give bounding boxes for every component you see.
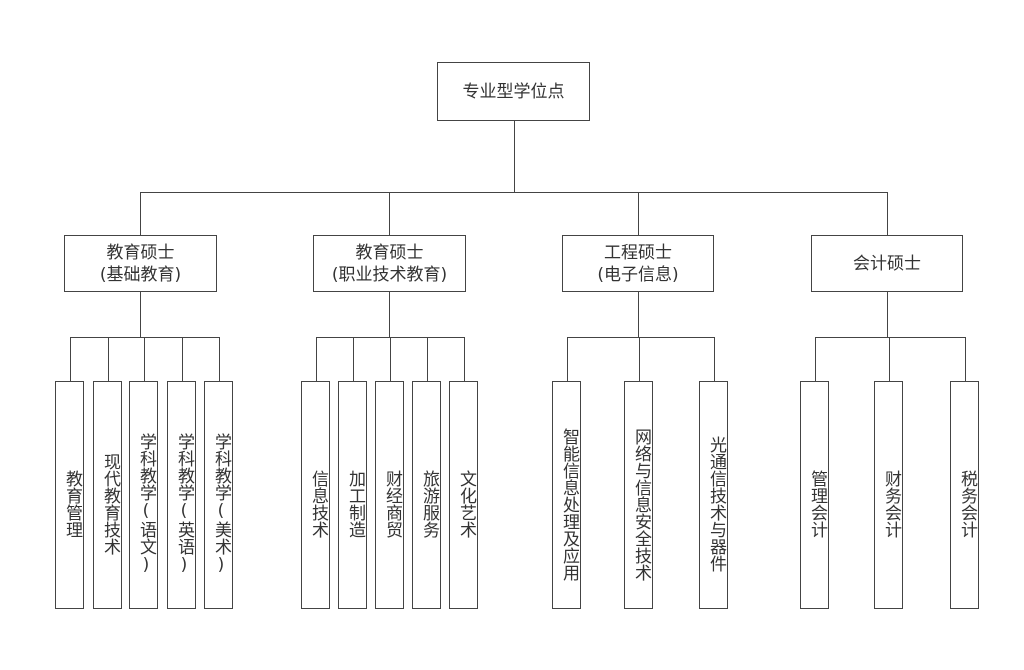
category-node: 会计硕士	[811, 235, 963, 292]
subject-node: 税务会计	[950, 381, 979, 609]
connector	[144, 337, 146, 381]
subject-node: 智能信息处理及应用	[552, 381, 581, 609]
connector	[887, 292, 889, 337]
connector	[390, 337, 392, 381]
connector	[815, 337, 817, 381]
category-subtitle: (职业技术教育)	[331, 264, 448, 285]
connector	[427, 337, 429, 381]
connector	[140, 192, 888, 194]
connector	[389, 292, 391, 337]
connector	[889, 337, 891, 381]
subject-node: 文化艺术	[449, 381, 478, 609]
connector	[965, 337, 967, 381]
subject-node: 信息技术	[301, 381, 330, 609]
subject-node: 学科教学(英语)	[167, 381, 196, 609]
connector	[389, 192, 391, 235]
connector	[514, 121, 516, 192]
category-node: 教育硕士(基础教育)	[64, 235, 217, 292]
subject-node: 旅游服务	[412, 381, 441, 609]
category-title: 教育硕士	[355, 242, 424, 263]
connector	[70, 337, 72, 381]
connector	[714, 337, 716, 381]
category-title: 工程硕士	[603, 242, 672, 263]
subject-node: 财经商贸	[375, 381, 404, 609]
connector	[108, 337, 110, 381]
connector	[638, 192, 640, 235]
connector	[887, 192, 889, 235]
subject-node: 现代教育技术	[93, 381, 122, 609]
subject-node: 管理会计	[800, 381, 829, 609]
root-label: 专业型学位点	[462, 81, 565, 102]
subject-node: 学科教学(美术)	[204, 381, 233, 609]
connector	[219, 337, 221, 381]
category-subtitle: (电子信息)	[597, 264, 679, 285]
root-node: 专业型学位点	[437, 62, 590, 121]
subject-node: 学科教学(语文)	[129, 381, 158, 609]
connector	[567, 337, 569, 381]
subject-node: 加工制造	[338, 381, 367, 609]
subject-node: 教育管理	[55, 381, 84, 609]
category-title: 会计硕士	[853, 253, 921, 274]
connector	[353, 337, 355, 381]
connector	[182, 337, 184, 381]
subject-node: 网络与信息安全技术	[624, 381, 653, 609]
connector	[638, 292, 640, 337]
connector	[316, 337, 318, 381]
connector	[464, 337, 466, 381]
subject-node: 财务会计	[874, 381, 903, 609]
connector	[140, 192, 142, 235]
connector	[567, 337, 714, 339]
category-node: 教育硕士(职业技术教育)	[313, 235, 466, 292]
category-subtitle: (基础教育)	[99, 264, 182, 285]
subject-node: 光通信技术与器件	[699, 381, 728, 609]
category-node: 工程硕士(电子信息)	[562, 235, 714, 292]
connector	[140, 292, 142, 337]
connector	[639, 337, 641, 381]
category-title: 教育硕士	[106, 242, 175, 263]
